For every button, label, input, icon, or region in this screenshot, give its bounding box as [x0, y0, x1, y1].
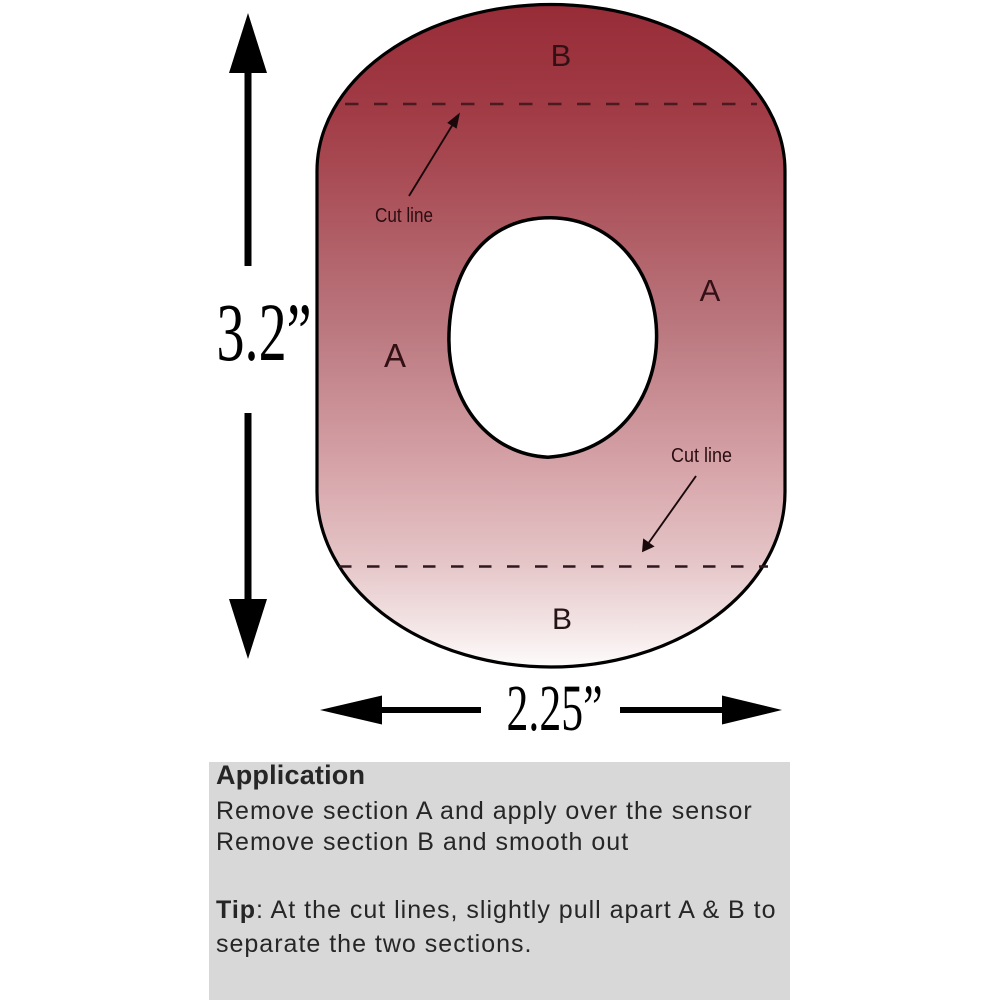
svg-text:A: A	[700, 273, 721, 308]
svg-text:B: B	[551, 38, 572, 73]
svg-text:Cut line: Cut line	[375, 205, 433, 227]
svg-text:A: A	[384, 337, 406, 374]
svg-text:2.25”: 2.25”	[507, 672, 603, 745]
svg-text:3.2”: 3.2”	[217, 286, 312, 378]
svg-text:Cut line: Cut line	[671, 445, 732, 467]
svg-text:B: B	[552, 603, 572, 636]
